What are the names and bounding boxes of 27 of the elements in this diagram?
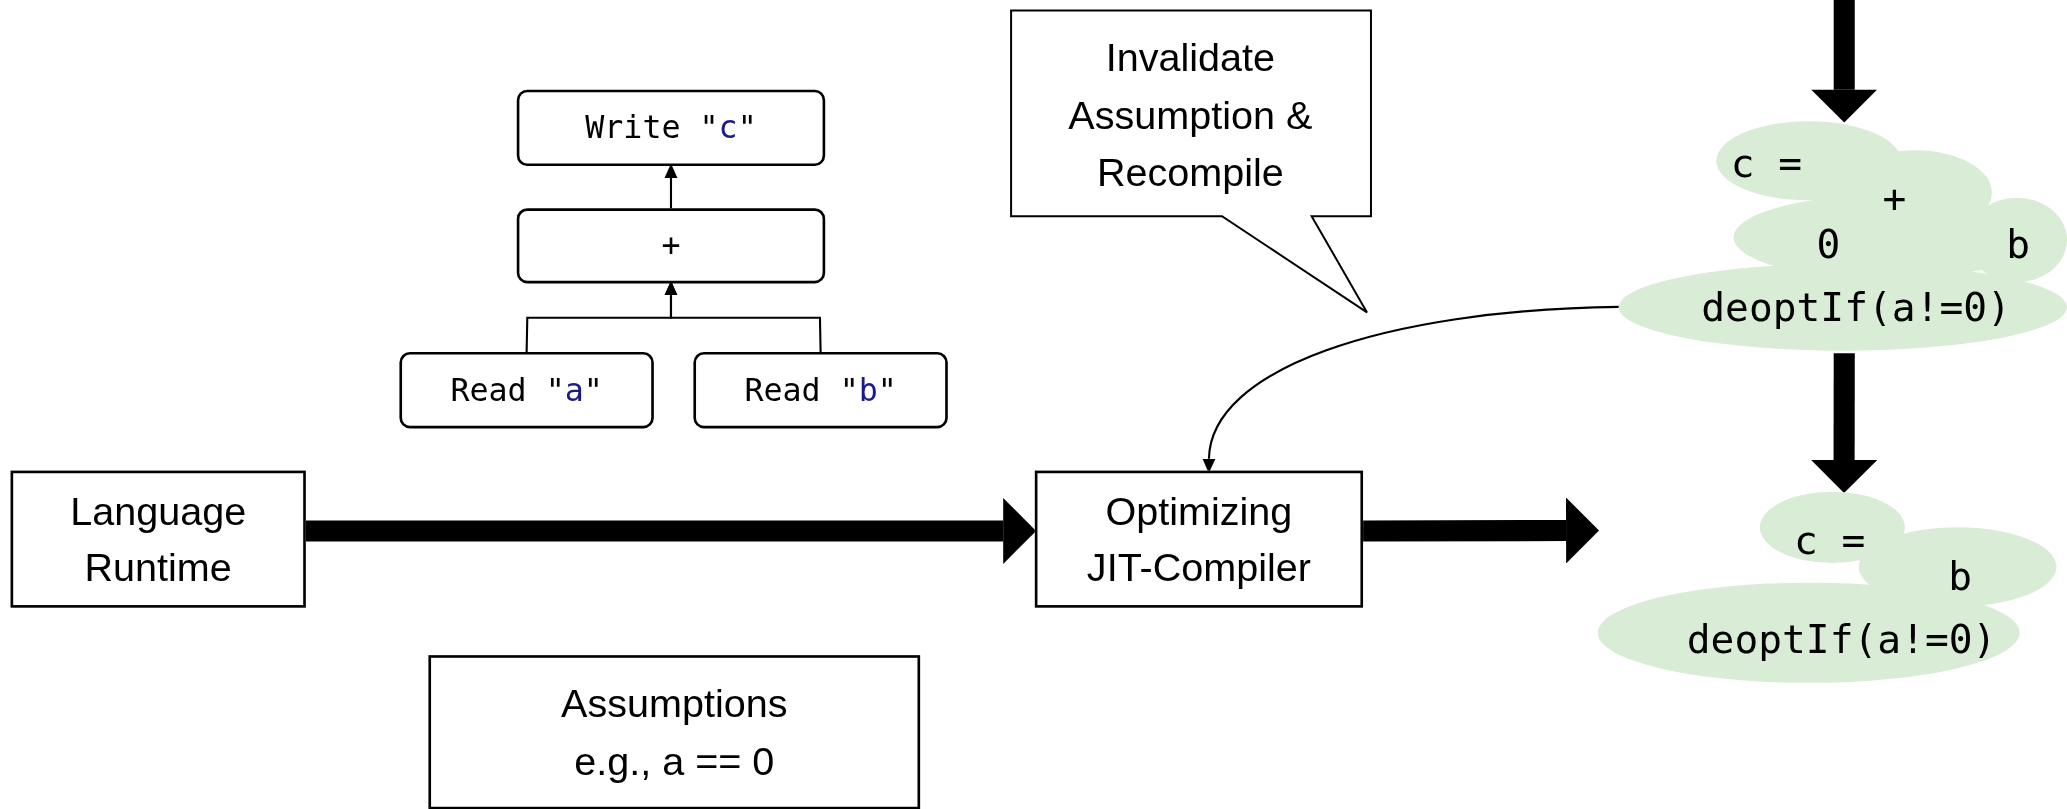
- box-label: Assumptions: [561, 680, 788, 728]
- block-arrow: [1811, 353, 1878, 493]
- process-box: [428, 655, 921, 809]
- code-text: +: [661, 225, 681, 266]
- box-label: Optimizing JIT-Compiler: [1085, 487, 1312, 592]
- code-text: c =: [1794, 517, 1866, 564]
- code-text: deoptIf(a!=0): [1701, 284, 2011, 331]
- syntax-tree-box: [693, 351, 948, 429]
- code-text: deoptIf(a!=0): [1686, 616, 1997, 663]
- block-arrow: [1811, 0, 1878, 123]
- code-text: c =: [1730, 140, 1803, 187]
- process-box: [1034, 470, 1364, 608]
- process-box: [10, 470, 306, 608]
- code-text: b: [1948, 553, 1973, 600]
- syntax-tree-box: [399, 351, 654, 429]
- box-label: Language Runtime: [69, 487, 248, 592]
- code-text: Read "b": [744, 370, 897, 411]
- syntax-tree-box: [516, 89, 826, 167]
- box-label: e.g., a == 0: [574, 737, 775, 785]
- syntax-tree-box: [516, 208, 826, 284]
- code-text: Read "a": [450, 370, 603, 411]
- code-text: +: [1882, 174, 1907, 221]
- block-arrow: [1363, 497, 1600, 564]
- callout-text: Invalidate Assumption & Recompile: [1067, 34, 1314, 196]
- code-text: b: [2006, 220, 2031, 267]
- code-text: 0: [1816, 220, 1841, 267]
- code-text: Write "c": [585, 107, 757, 148]
